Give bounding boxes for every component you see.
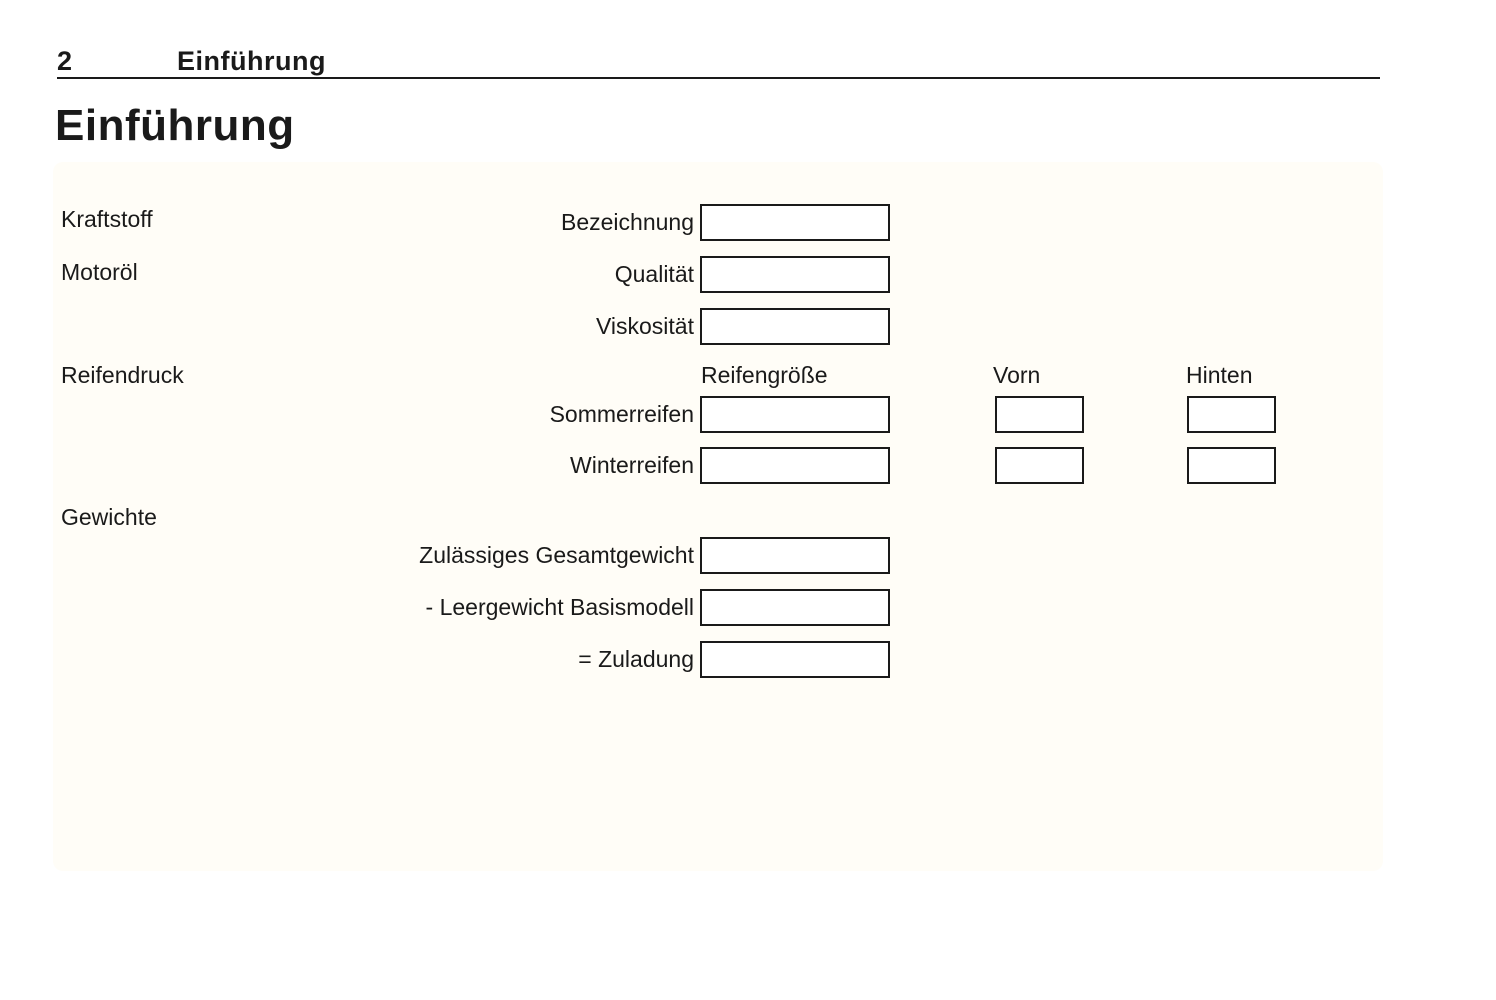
winterreifen-vorn-input[interactable]: [995, 447, 1084, 484]
winterreifen-groesse-input[interactable]: [700, 447, 890, 484]
zuladung-input[interactable]: [700, 641, 890, 678]
field-label-leergewicht: - Leergewicht Basismodell: [425, 594, 694, 620]
sommerreifen-vorn-input[interactable]: [995, 396, 1084, 433]
winterreifen-hinten-input[interactable]: [1187, 447, 1276, 484]
leergewicht-input[interactable]: [700, 589, 890, 626]
viskositaet-input[interactable]: [700, 308, 890, 345]
section-label-gewichte: Gewichte: [61, 504, 157, 530]
column-header-vorn: Vorn: [993, 362, 1041, 388]
page-number: 2: [57, 46, 73, 76]
bezeichnung-input[interactable]: [700, 204, 890, 241]
qualitaet-input[interactable]: [700, 256, 890, 293]
section-label-kraftstoff: Kraftstoff: [61, 206, 153, 232]
header-rule: [57, 77, 1380, 79]
field-label-gesamtgewicht: Zulässiges Gesamtgewicht: [419, 542, 694, 568]
page-title: Einführung: [55, 101, 295, 150]
field-label-winterreifen: Winterreifen: [570, 452, 694, 478]
sommerreifen-groesse-input[interactable]: [700, 396, 890, 433]
field-label-zuladung: = Zuladung: [578, 646, 694, 672]
section-label-reifendruck: Reifendruck: [61, 362, 184, 388]
chapter-title: Einführung: [177, 46, 326, 76]
field-label-sommerreifen: Sommerreifen: [549, 401, 694, 427]
gesamtgewicht-input[interactable]: [700, 537, 890, 574]
field-label-qualitaet: Qualität: [614, 261, 694, 287]
column-header-hinten: Hinten: [1186, 362, 1253, 388]
field-label-viskositaet: Viskosität: [595, 313, 694, 339]
sommerreifen-hinten-input[interactable]: [1187, 396, 1276, 433]
field-label-bezeichnung: Bezeichnung: [561, 209, 694, 235]
column-header-reifengroesse: Reifengröße: [701, 362, 828, 388]
section-label-motoroel: Motoröl: [61, 259, 138, 285]
